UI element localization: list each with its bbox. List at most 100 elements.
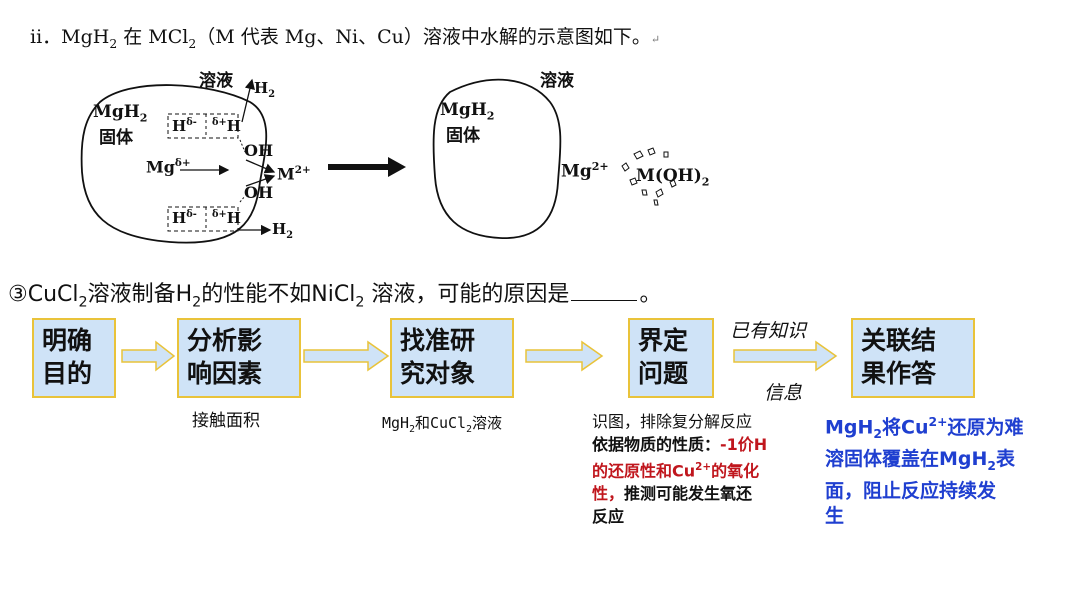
h2-lower-label: H2 [272, 220, 293, 241]
subscript: 2 [987, 458, 997, 473]
note-line: 反应 [592, 507, 625, 527]
step-line: 找准研 [400, 326, 476, 355]
q-text-part: 溶液，可能的原因是 [364, 282, 570, 307]
note-contact-area: 接触面积 [192, 411, 260, 431]
answer-line: 溶固体覆盖在MgH2表 [825, 447, 1055, 479]
flow-step-define-problem: 界定问题 [628, 318, 714, 398]
note-line: 依据物质的性质：-1价H [592, 433, 814, 456]
superscript: 2+ [591, 160, 609, 173]
subscript: 2 [355, 294, 365, 311]
superscript: δ+ [212, 117, 227, 128]
return-mark: ↵ [650, 33, 661, 46]
label-part: 固体 [446, 126, 480, 147]
answer-line: 面，阻止反应持续发 [825, 479, 997, 502]
step-line: 响因素 [187, 359, 263, 388]
superscript: δ- [186, 117, 197, 128]
note-part: 溶液 [471, 414, 502, 432]
label-part: H [226, 117, 241, 135]
upper-h-box [167, 113, 239, 139]
h-delta-minus-upper: Hδ- [172, 117, 197, 135]
m2-ion-label: M2+ [277, 164, 311, 183]
note-part: 还原为难 [947, 416, 1024, 439]
superscript: δ+ [174, 157, 191, 169]
note-part: 表 [996, 448, 1016, 471]
big-arrow-head [388, 157, 406, 177]
question-3-text: ③CuCl2溶液制备H2的性能不如NiCl2 溶液，可能的原因是。 [8, 276, 661, 310]
q-text-part: 溶液制备H [87, 282, 193, 307]
note-part: MgH [825, 416, 874, 439]
flow-step-define-goal: 明确目的 [32, 318, 116, 398]
left-solid-outline [80, 84, 268, 244]
flow-step-analyze-factors: 分析影响因素 [177, 318, 301, 398]
subscript: 2 [466, 424, 472, 435]
flow-arrow-3 [525, 340, 604, 372]
left-solution-label: 溶液 [199, 71, 233, 91]
superscript: δ+ [212, 209, 227, 220]
superscript: 2+ [695, 461, 712, 473]
label-part: H [272, 220, 287, 238]
subscript: 2 [78, 294, 88, 311]
note-research-object: MgH2和CuCl2溶液 [382, 412, 502, 441]
h2-upper-label: H2 [254, 79, 275, 100]
h-delta-minus-lower: Hδ- [172, 209, 197, 227]
note-line: 的还原性和Cu2+的氧化 [592, 456, 814, 482]
hand-note-known-knowledge: 已有知识 [730, 320, 807, 342]
label-part: H [172, 117, 187, 135]
step-line: 明确 [42, 326, 93, 355]
note-part: 溶固体覆盖在MgH [825, 448, 988, 471]
note-part: -1价H [720, 435, 768, 454]
answer-line: MgH2将Cu2+还原为难 [825, 410, 1055, 447]
hydrolysis-diagram [80, 78, 677, 244]
subscript: 2 [192, 294, 202, 311]
note-part: 和CuCl [414, 414, 467, 432]
step-line: 分析影 [187, 326, 263, 355]
subscript: 2 [409, 424, 415, 435]
q-text-part: 。 [639, 282, 662, 307]
flow-step-connect-answer: 关联结果作答 [851, 318, 975, 398]
right-solid-outline [432, 78, 562, 239]
delta-plus-h-upper: δ+H [212, 117, 241, 135]
mg2-ion-label: Mg2+ [561, 160, 609, 182]
subscript: 2 [701, 175, 710, 189]
note-part: 推测可能发生氧还 [624, 484, 753, 504]
note-part: 将Cu [882, 416, 929, 439]
right-solid-label: MgH2 固体 [440, 100, 494, 147]
note-part: MgH [382, 414, 410, 432]
q-text-part: （M 代表 Mg、Ni、Cu）溶液中水解的示意图如下。 [196, 26, 651, 48]
note-problem-analysis: 识图，排除复分解反应 依据物质的性质：-1价H 的还原性和Cu2+的氧化 性，推… [592, 410, 814, 528]
mg-delta-plus: Mgδ+ [146, 157, 191, 176]
answer-blank[interactable] [571, 282, 638, 301]
note-part: 性， [592, 484, 625, 504]
subscript: 2 [486, 109, 495, 123]
oh-to-m-lower [245, 174, 276, 187]
delta-plus-h-lower: δ+H [212, 209, 241, 227]
subscript: 2 [268, 89, 275, 100]
oh-lower-label: OH [244, 183, 274, 202]
label-part: Mg [146, 157, 175, 177]
moh2-label: M(OH)2 [636, 166, 709, 188]
superscript: 2+ [928, 415, 948, 429]
q-text-part: CuCl [27, 282, 79, 307]
step-line: 关联结 [861, 326, 937, 355]
step-line: 问题 [638, 359, 689, 388]
question-ii-text: ii．MgH2 在 MCl2（M 代表 Mg、Ni、Cu）溶液中水解的示意图如下… [30, 22, 660, 51]
label-part: Mg [561, 161, 592, 182]
left-solid-label: MgH2 固体 [93, 102, 147, 149]
note-part: 的氧化 [711, 461, 760, 481]
oh-upper-label: OH [244, 141, 274, 160]
step-line: 界定 [638, 326, 689, 355]
subscript: 2 [873, 427, 883, 442]
note-part: 的还原性和Cu [592, 461, 696, 481]
right-solution-label: 溶液 [540, 71, 574, 91]
step-line: 目的 [42, 359, 93, 388]
label-part: MgH [440, 100, 487, 120]
note-line: 性，推测可能发生氧还 [592, 482, 814, 505]
answer-line: 生 [825, 504, 845, 527]
subscript: 2 [188, 36, 197, 51]
step-line: 果作答 [861, 359, 937, 388]
q-text-part: 的性能不如NiCl [201, 282, 356, 307]
note-line: 识图，排除复分解反应 [592, 412, 753, 431]
note-part: 依据物质的性质： [592, 435, 721, 454]
flow-arrow-4 [733, 340, 838, 372]
q-text-part: 在 MCl [117, 26, 189, 48]
